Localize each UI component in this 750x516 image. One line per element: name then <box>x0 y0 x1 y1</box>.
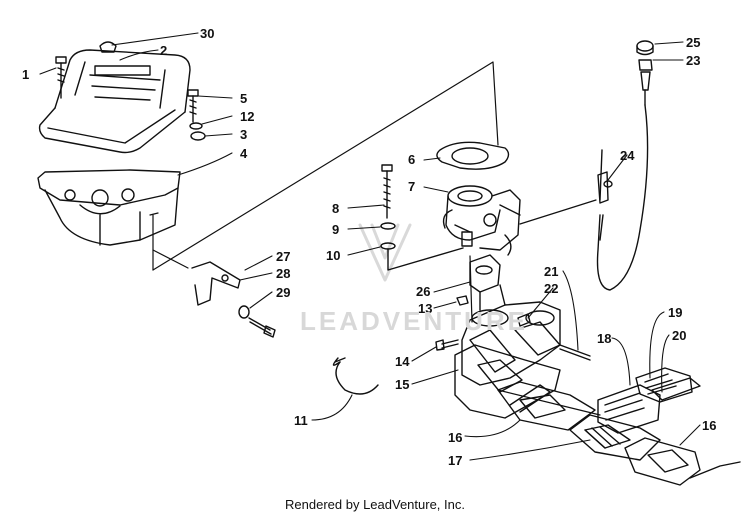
callout-3: 3 <box>240 127 247 142</box>
cable-cap-25 <box>636 40 654 56</box>
render-credit: Rendered by LeadVenture, Inc. <box>285 497 465 512</box>
watermark-logo <box>358 223 412 282</box>
bolt-14 <box>435 339 459 351</box>
bracket-27 <box>191 261 241 306</box>
callout-5: 5 <box>240 91 247 106</box>
callout-1: 1 <box>22 67 29 82</box>
alignment-lines <box>149 61 601 416</box>
callout-9: 9 <box>332 222 339 237</box>
watermark-text: LEADVENTURE <box>300 306 528 336</box>
callout-25: 25 <box>686 35 700 50</box>
bolt-5 <box>187 89 199 123</box>
clamp-11 <box>332 357 379 395</box>
grommet-3 <box>190 131 206 141</box>
callout-2: 2 <box>160 43 167 58</box>
cable-adjuster-23 <box>638 59 653 106</box>
flange-gasket-6 <box>436 141 510 170</box>
callout-6: 6 <box>408 152 415 167</box>
callout-22: 22 <box>544 281 558 296</box>
callout-19: 19 <box>668 305 682 320</box>
callout-11: 11 <box>294 413 308 428</box>
bolt-8 <box>381 164 393 219</box>
callout-17: 17 <box>448 453 462 468</box>
stud-21 <box>559 344 591 361</box>
reed-plate-17 <box>569 414 661 461</box>
callout-16a: 16 <box>448 430 462 445</box>
reed-petal-20 <box>651 377 701 401</box>
leader-lines <box>39 32 701 461</box>
spacer-26 <box>469 254 501 293</box>
callout-7: 7 <box>408 179 415 194</box>
callout-28: 28 <box>276 266 290 281</box>
callout-13: 13 <box>418 301 432 316</box>
callout-29: 29 <box>276 285 290 300</box>
throttle-cable <box>596 104 649 291</box>
fitting-22 <box>517 313 531 327</box>
washer-28 <box>238 305 250 319</box>
gasket-16-lower <box>624 437 741 486</box>
callout-labels: 1 2 3 4 5 6 7 8 9 10 11 12 13 14 15 16 1… <box>22 26 716 468</box>
callout-15: 15 <box>395 377 409 392</box>
fitting-13 <box>456 295 469 306</box>
callout-18: 18 <box>597 331 611 346</box>
align-line-carb <box>387 247 464 271</box>
callout-30: 30 <box>200 26 214 41</box>
callout-27: 27 <box>276 249 290 264</box>
bolt-29 <box>248 317 276 338</box>
reed-stop-19 <box>635 367 693 403</box>
callout-12: 12 <box>240 109 254 124</box>
callout-8: 8 <box>332 201 339 216</box>
callout-14: 14 <box>395 354 410 369</box>
air-silencer-base <box>37 169 181 246</box>
callout-21: 21 <box>544 264 558 279</box>
callout-4: 4 <box>240 146 248 161</box>
callout-10: 10 <box>326 248 340 263</box>
callout-24: 24 <box>620 148 635 163</box>
washer-12 <box>189 122 203 130</box>
washer-9 <box>380 222 396 230</box>
carburetor-7 <box>442 185 521 256</box>
plug-30 <box>99 41 117 53</box>
callout-16b: 16 <box>702 418 716 433</box>
callout-20: 20 <box>672 328 686 343</box>
air-silencer-cover <box>38 49 191 154</box>
bolt-1 <box>55 56 67 99</box>
callout-23: 23 <box>686 53 700 68</box>
callout-26: 26 <box>416 284 430 299</box>
reed-block-18 <box>597 384 661 434</box>
nut-24 <box>603 180 613 188</box>
